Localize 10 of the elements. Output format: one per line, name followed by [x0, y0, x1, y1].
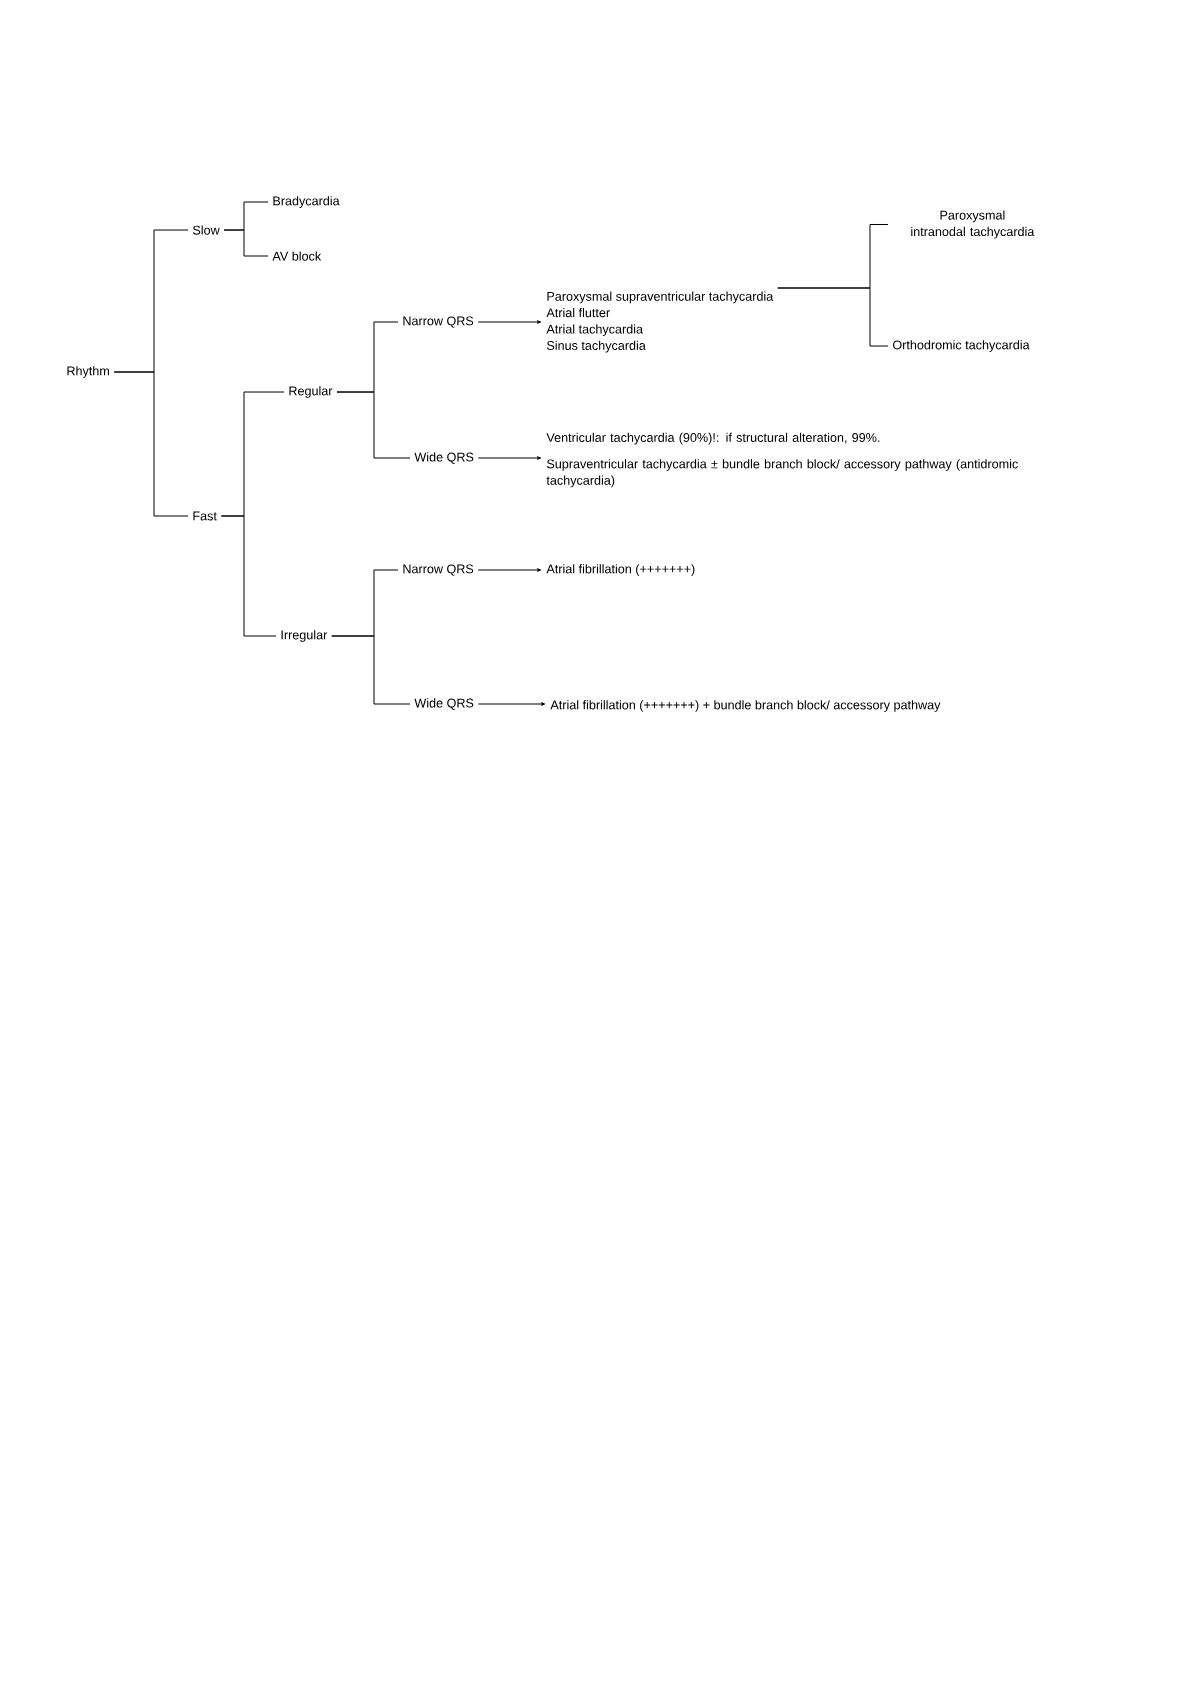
- bracket-line: [336, 391, 411, 459]
- arrow: [477, 320, 542, 324]
- arrow: [477, 702, 546, 706]
- arrow: [477, 456, 542, 460]
- bracket-line: [220, 515, 277, 637]
- arrow: [477, 568, 542, 572]
- bracket-line: [777, 287, 889, 347]
- bracket-line: [113, 371, 189, 517]
- bracket-line: [223, 229, 269, 257]
- bracket-line: [331, 635, 411, 705]
